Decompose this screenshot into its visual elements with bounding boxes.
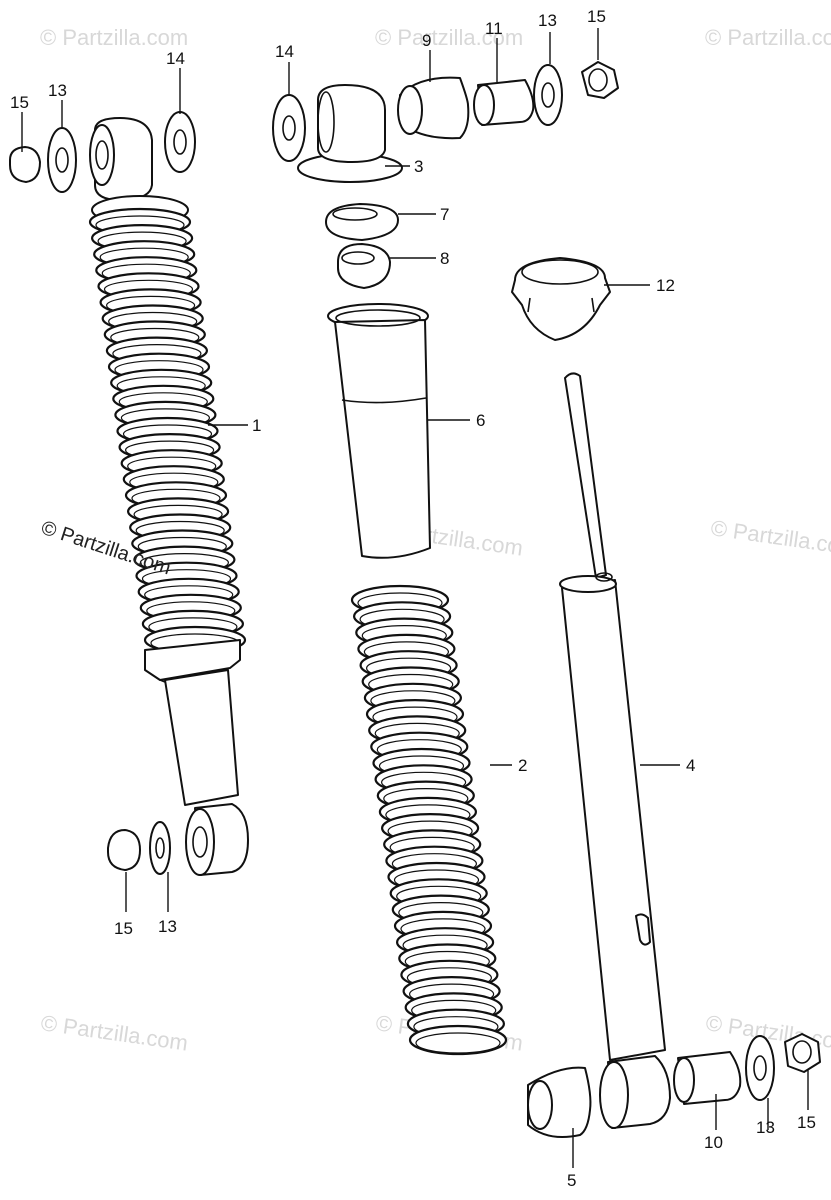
- lower-spring-seat: [144, 639, 241, 681]
- bushing-7-top: [332, 207, 378, 221]
- lower-eye-hole: [192, 826, 208, 858]
- piston-rod: [564, 372, 607, 579]
- spring-coil: [408, 1024, 508, 1056]
- callout-11: 11: [485, 19, 503, 38]
- top-eye-hole: [95, 140, 109, 170]
- callout-labels: 15 13 14 1 14 9 11 13 15 3 7 8 12 6 2 4 …: [10, 7, 816, 1190]
- sleeve-10-face: [673, 1057, 695, 1103]
- lower-damper-body: [164, 669, 239, 806]
- washer-hole: [155, 837, 165, 859]
- callout-6: 6: [476, 411, 485, 430]
- spring-seat-cap-12: [511, 257, 611, 341]
- callout-15: 15: [587, 7, 606, 26]
- callout-13: 13: [538, 11, 557, 30]
- washer-bottom-right: [745, 1035, 775, 1101]
- cap-12-tabs: [527, 297, 595, 313]
- spring-cover-tube-6: [334, 319, 431, 559]
- spring-coil-inner: [415, 1032, 501, 1054]
- left-shock-spring: [88, 207, 247, 655]
- washer-top-left: [47, 127, 77, 193]
- callout-13: 13: [158, 917, 177, 936]
- rubber-bushing-7: [325, 203, 399, 241]
- leader-lines: [21, 28, 809, 1168]
- damper-body: [561, 579, 666, 1061]
- callout-15: 15: [114, 919, 133, 938]
- damper-top: [559, 575, 617, 593]
- nut-hole: [588, 68, 608, 92]
- washer-14-mid: [272, 94, 306, 162]
- rubber-bushing-8: [337, 243, 391, 289]
- washer-14-left: [164, 111, 196, 173]
- callout-4: 4: [686, 756, 695, 775]
- collar-5-face: [527, 1080, 553, 1130]
- cap-12-top: [521, 259, 599, 285]
- rod-seal: [595, 572, 613, 582]
- callout-9: 9: [422, 31, 431, 50]
- coil-spring-2: [350, 584, 508, 1056]
- cap-nut-top-left: [9, 146, 41, 183]
- lower-eye-face: [185, 808, 215, 876]
- washer-hole: [173, 129, 187, 155]
- washer-hole: [55, 147, 69, 173]
- callout-7: 7: [440, 205, 449, 224]
- watermark: © Partzilla.com: [709, 515, 831, 560]
- washer-hole: [541, 82, 555, 108]
- washer-hole: [282, 115, 296, 141]
- watermark: © Partzilla.com: [375, 25, 523, 50]
- damper-vent: [635, 913, 651, 946]
- upper-mount-3: [317, 84, 386, 163]
- callout-5: 5: [567, 1171, 576, 1190]
- washer-bottom-left: [149, 821, 171, 875]
- assembled-shock-absorber: [9, 111, 249, 876]
- damper-eye-face: [599, 1061, 629, 1129]
- watermark: © Partzilla.com: [39, 1010, 189, 1055]
- callout-1: 1: [252, 416, 261, 435]
- collar-9-face: [397, 85, 423, 135]
- damper-unit-4: [527, 372, 821, 1138]
- middle-parts: [272, 84, 508, 1056]
- top-eye-face: [89, 124, 115, 186]
- upper-mount-face: [317, 91, 335, 153]
- cap-nut-bottom-left: [107, 829, 141, 871]
- callout-14: 14: [275, 42, 294, 61]
- washer-hole: [753, 1055, 767, 1081]
- callout-14: 14: [166, 49, 185, 68]
- callout-10: 10: [704, 1133, 723, 1152]
- watermark: © Partzilla.com: [705, 25, 831, 50]
- callout-15: 15: [797, 1113, 816, 1132]
- top-right-hardware: [397, 61, 619, 341]
- washer-top-right: [533, 64, 563, 126]
- bushing-8-top: [341, 251, 375, 265]
- callout-12: 12: [656, 276, 675, 295]
- callout-8: 8: [440, 249, 449, 268]
- cover-tube-inner: [335, 309, 421, 327]
- cover-tube-band: [341, 397, 427, 404]
- watermark: © Partzilla.com: [40, 25, 188, 50]
- callout-3: 3: [414, 157, 423, 176]
- hex-nut-top-right: [581, 61, 619, 99]
- sleeve-11-face: [473, 84, 495, 126]
- hex-nut-bottom-right: [784, 1033, 821, 1073]
- callout-13: 13: [48, 81, 67, 100]
- callout-15: 15: [10, 93, 29, 112]
- nut-hole: [792, 1040, 812, 1064]
- callout-13: 13: [756, 1118, 775, 1137]
- callout-2: 2: [518, 756, 527, 775]
